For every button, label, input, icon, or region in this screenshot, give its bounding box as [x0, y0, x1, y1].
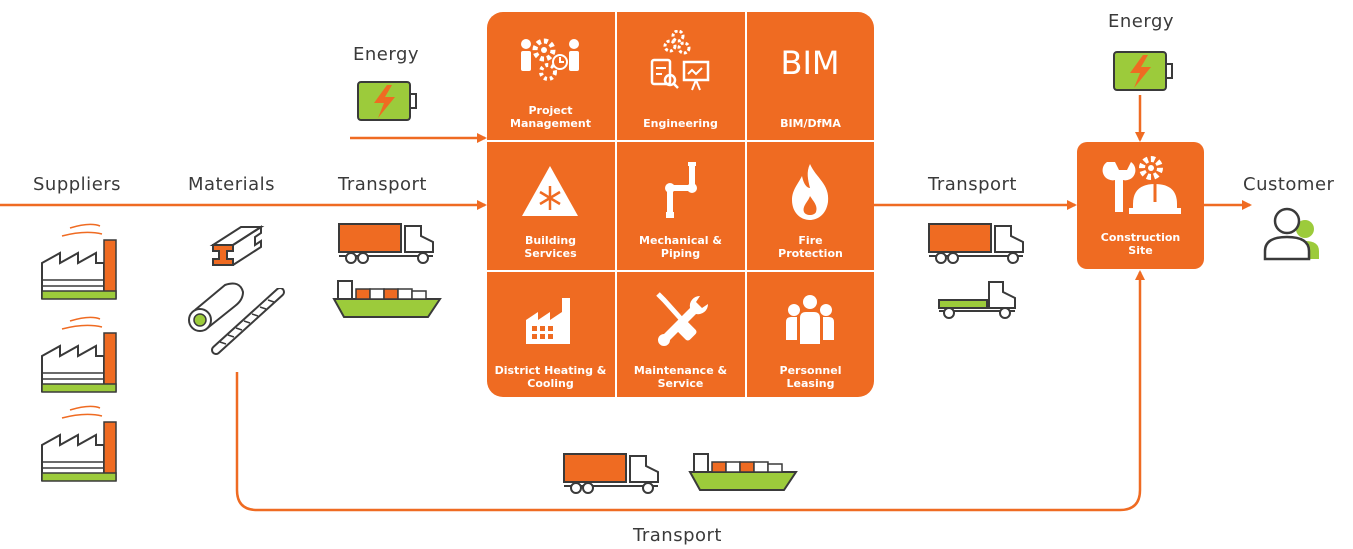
grid-divider: [745, 12, 747, 397]
project-management-icon: [521, 38, 579, 81]
service-personnel-leasing: Personnel Leasing: [747, 272, 874, 397]
suppliers-label: Suppliers: [33, 174, 122, 195]
grid-divider: [487, 140, 874, 142]
people-icon: [786, 295, 834, 344]
service-label: Engineering: [643, 117, 718, 130]
materials-label: Materials: [188, 174, 276, 195]
truck-icon: [338, 223, 434, 264]
customer-icon: [1263, 207, 1319, 261]
service-engineering: Engineering: [617, 12, 744, 138]
service-label: Project Management: [510, 104, 591, 130]
service-label: Personnel Leasing: [779, 364, 842, 390]
flame-icon: [792, 164, 829, 220]
service-mechanical-piping: Mechanical & Piping: [617, 142, 744, 268]
supplier-factory-icon: [41, 405, 117, 482]
snowflake-warning-icon: [522, 166, 578, 216]
pipe-material-icon: [188, 282, 245, 332]
rebar-icon: [211, 288, 285, 355]
ship-icon: [332, 280, 442, 318]
customer-label: Customer: [1243, 174, 1335, 195]
construction-site-label: Construction Site: [1100, 231, 1181, 257]
truck-icon: [563, 453, 659, 494]
grid-divider: [487, 270, 874, 272]
battery-energy-icon: [357, 81, 417, 121]
flatbed-truck-icon: [938, 281, 1016, 319]
battery-energy-site-icon: [1113, 51, 1173, 91]
services-grid: Project Management Engineering BIM BIM/D…: [487, 12, 874, 397]
service-label: BIM/DfMA: [780, 117, 841, 130]
transport-out-label: Transport: [928, 174, 1017, 195]
bim-icon-text: BIM: [781, 44, 840, 82]
construction-site-box: Construction Site: [1077, 142, 1204, 269]
truck-icon: [928, 223, 1024, 264]
factory-icon: [526, 298, 570, 344]
service-bim: BIM BIM/DfMA: [747, 12, 874, 138]
service-building-services: Building Services: [487, 142, 614, 268]
service-fire-protection: Fire Protection: [747, 142, 874, 268]
energy-in-label: Energy: [353, 44, 420, 65]
service-label: Fire Protection: [778, 234, 843, 260]
service-label: Building Services: [524, 234, 577, 260]
tools-helmet-icon: [1102, 156, 1181, 214]
bim-icon: BIM: [781, 44, 840, 82]
transport-bottom-label: Transport: [633, 525, 722, 546]
ship-icon: [688, 453, 798, 491]
supplier-factory-icon: [41, 223, 117, 300]
steel-beam-icon: [209, 225, 265, 266]
supplier-factory-icon: [41, 316, 117, 393]
energy-site-label: Energy: [1108, 11, 1175, 32]
service-district-heating: District Heating & Cooling: [487, 272, 614, 397]
service-maintenance: Maintenance & Service: [617, 272, 744, 397]
service-label: District Heating & Cooling: [494, 364, 607, 390]
grid-divider: [615, 12, 617, 397]
pipe-icon: [665, 162, 697, 218]
transport-in-label: Transport: [338, 174, 427, 195]
engineering-icon: [650, 30, 710, 91]
bottom-transport-arrow: [235, 270, 1145, 512]
service-project-management: Project Management: [487, 12, 614, 138]
wrench-screwdriver-icon: [656, 292, 709, 346]
service-label: Mechanical & Piping: [639, 234, 722, 260]
service-label: Maintenance & Service: [633, 364, 728, 390]
